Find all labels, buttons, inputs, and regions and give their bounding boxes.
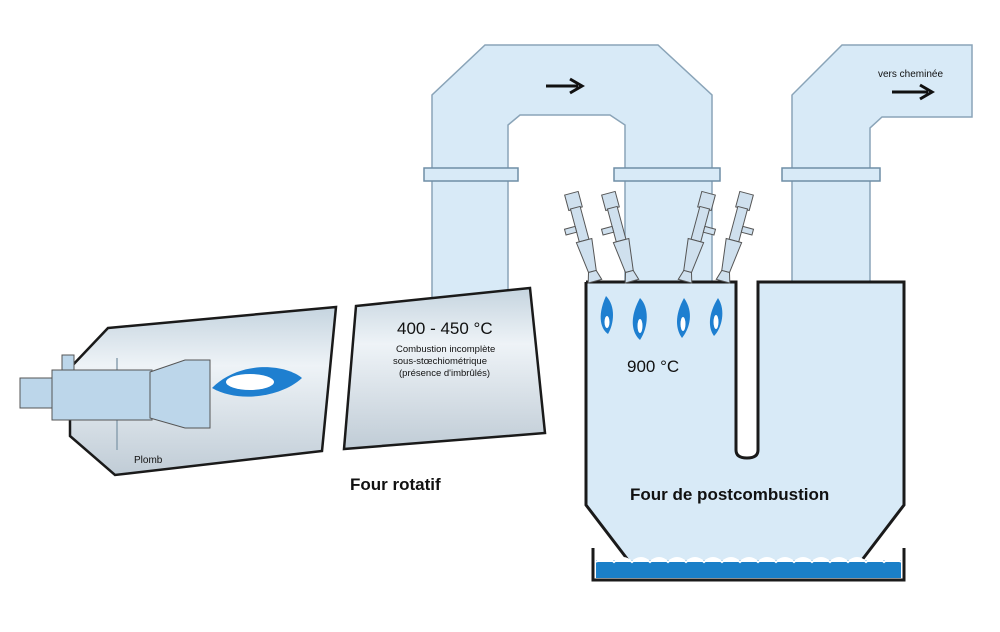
flow-arrow-icon [546,77,585,95]
post-temperature: 900 °C [627,357,679,376]
post-flames [600,296,723,340]
exhaust-duct [423,44,721,301]
post-burner-4 [715,190,755,284]
post-furnace-label: Four de postcombustion [630,485,829,504]
post-burner-2 [600,190,640,284]
rotary-note-line-3: (présence d'imbrûlés) [399,368,490,379]
rotary-kiln: Plomb 400 - 450 °C Combustion incomplète… [19,286,547,477]
chimney-flange [781,167,881,182]
flame-icon [632,298,647,340]
duct-flange-left [423,167,519,182]
rotary-note-line-2: sous-stœchiométrique [393,356,487,367]
lead-label: Plomb [134,455,163,466]
chimney-duct: vers cheminée [781,44,973,289]
rotary-note-line-1: Combustion incomplète [396,344,495,355]
water-waves [595,557,902,564]
duct-flange-right [613,167,721,182]
post-combustion-chamber: 900 °C Four de postcombustion [584,280,906,561]
chimney-label: vers cheminée [878,69,943,80]
rotary-furnace-label: Four rotatif [350,475,441,494]
chimney-arrow-icon [892,83,935,101]
water [596,560,901,578]
post-burner-1 [563,190,603,284]
kiln-burner [19,354,211,429]
rotary-temperature: 400 - 450 °C [397,319,493,338]
post-burner-3 [677,190,717,284]
flame-icon [600,296,613,334]
water-trough [591,548,906,582]
